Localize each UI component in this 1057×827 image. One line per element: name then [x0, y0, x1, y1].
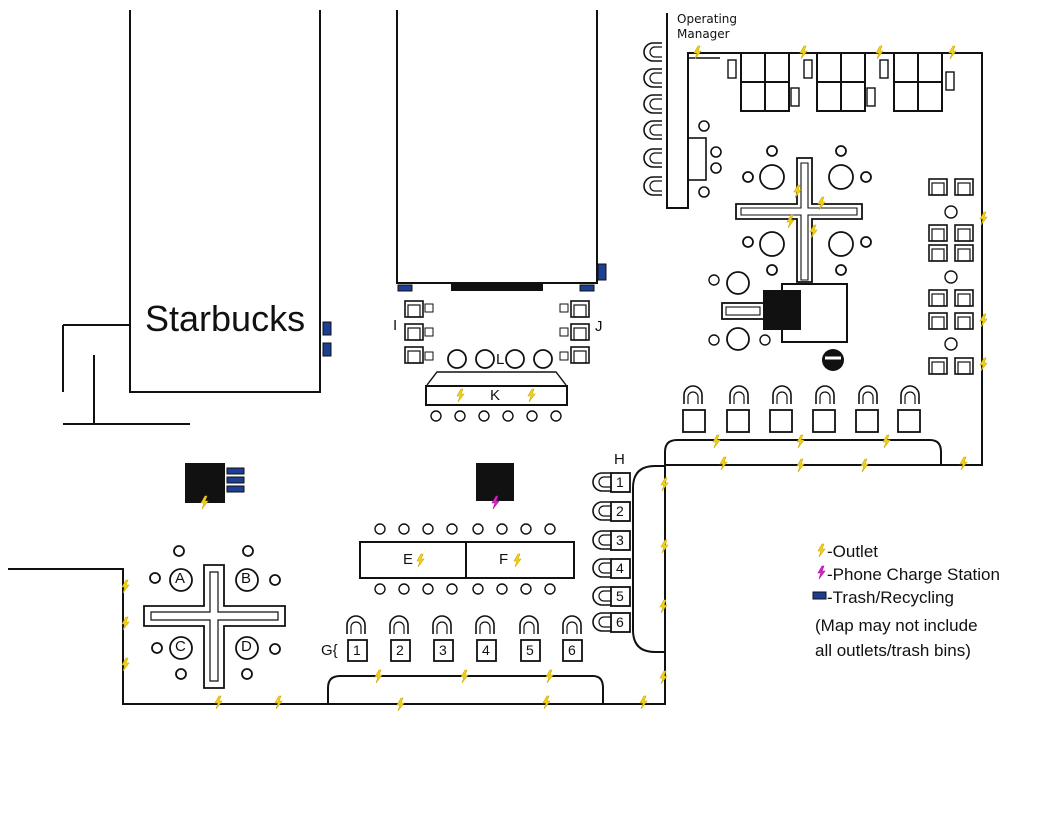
g-table-5-label: 5 [526, 642, 534, 658]
table-c-label: C [175, 638, 186, 655]
pillar-left [185, 463, 245, 510]
trash-bin-icon [812, 591, 827, 600]
middle-building [396, 10, 607, 292]
operating-manager-line1: Operating [677, 12, 737, 26]
table-f-label: F [499, 551, 509, 568]
cross-table-abcd[interactable] [143, 545, 286, 689]
legend-note: (Map may not include all outlets/trash b… [815, 613, 1000, 663]
h-table-4-label: 4 [616, 560, 624, 576]
starbucks-trash-bins [322, 321, 332, 357]
legend-note-line2: all outlets/trash bins) [815, 641, 971, 660]
legend-icons [812, 543, 827, 600]
g-table-2-label: 2 [396, 642, 404, 658]
pillar-right-with-table [708, 271, 848, 371]
section-j-seating[interactable] [559, 300, 590, 364]
section-i-seating[interactable] [404, 300, 434, 364]
map-legend: -Outlet -Phone Charge Station -Trash/Rec… [815, 540, 1000, 663]
legend-trash: -Trash/Recycling [827, 587, 954, 607]
section-g-seating[interactable] [346, 615, 583, 662]
section-h-label: H [614, 451, 625, 468]
table-a-label: A [175, 570, 186, 587]
table-ef[interactable] [359, 523, 575, 595]
h-table-6-label: 6 [616, 614, 624, 630]
starbucks-building [62, 10, 321, 425]
starbucks-label: Starbucks [145, 298, 306, 339]
legend-note-line1: (Map may not include [815, 616, 978, 635]
counter-seating-upper[interactable] [682, 385, 921, 433]
h-table-5-label: 5 [616, 588, 624, 604]
g-table-6-label: 6 [568, 642, 576, 658]
h-table-2-label: 2 [616, 503, 624, 519]
table-b-label: B [241, 570, 252, 587]
right-couches [928, 178, 974, 375]
section-k-label: K [490, 387, 501, 404]
section-l-label: L [496, 351, 505, 368]
table-d-label: D [241, 638, 252, 655]
operating-manager-label: Operating Manager [677, 12, 737, 42]
top-booths [727, 52, 955, 112]
g-table-1-label: 1 [353, 642, 361, 658]
upper-cross-table[interactable] [735, 145, 872, 283]
curved-chairs-column [643, 42, 663, 196]
legend-phone-charge: -Phone Charge Station [827, 564, 1000, 584]
g-table-4-label: 4 [482, 642, 490, 658]
section-h-seating[interactable] [592, 472, 631, 633]
table-k[interactable] [425, 385, 568, 422]
section-l-tables[interactable] [426, 349, 567, 386]
h-table-3-label: 3 [616, 532, 624, 548]
operating-manager-desk [687, 57, 722, 198]
section-i-label: I [393, 317, 398, 334]
legend-outlet: -Outlet [827, 541, 879, 561]
section-g-label: G{ [321, 642, 338, 659]
operating-manager-line2: Manager [677, 27, 730, 41]
pillar-center [476, 463, 514, 510]
table-e-label: E [403, 551, 414, 568]
g-table-3-label: 3 [439, 642, 447, 658]
section-j-label: J [595, 318, 603, 335]
h-table-1-label: 1 [616, 474, 624, 490]
